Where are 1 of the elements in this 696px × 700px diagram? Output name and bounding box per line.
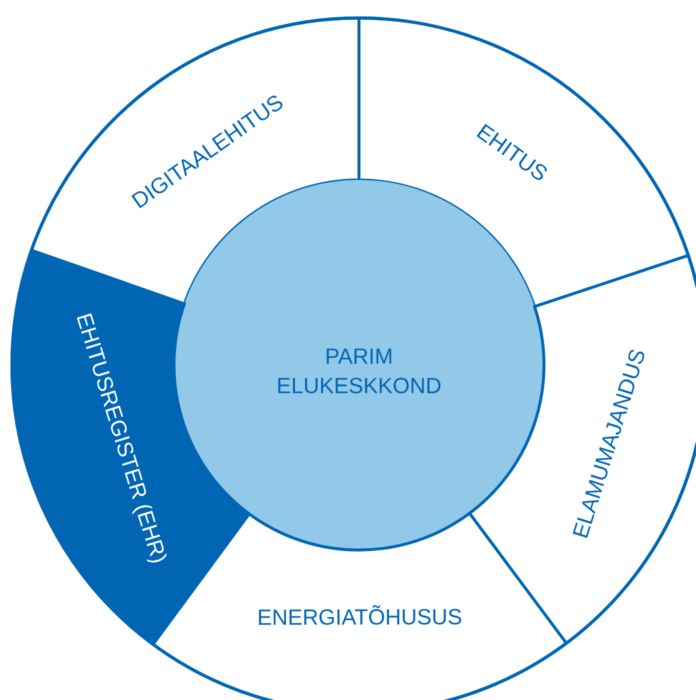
node-label: ENERGIATÕHUSUS xyxy=(259,605,462,625)
